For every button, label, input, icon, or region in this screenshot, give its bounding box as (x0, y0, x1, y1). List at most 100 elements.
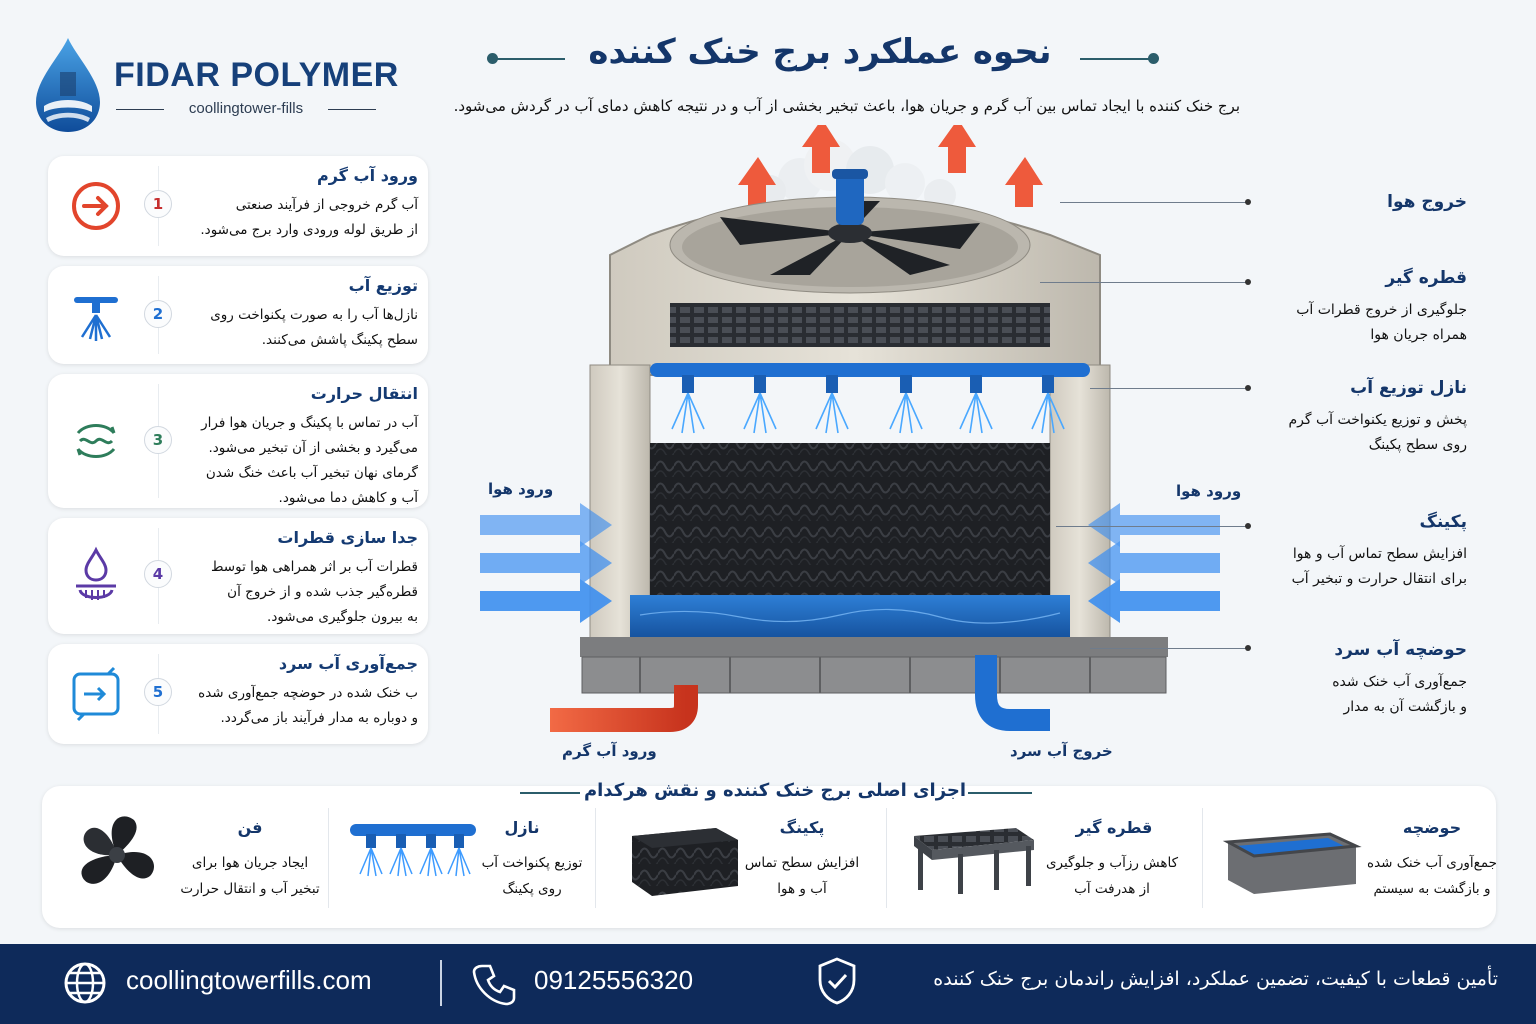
step-text: و دوباره به مدار فرآیند باز می‌گردد. (220, 710, 418, 726)
step-text: قطرات آب بر اثر همراهی هوا توسط (210, 559, 418, 575)
component-title: قطره گیر (1075, 818, 1153, 837)
part-label-air-out: خروج هوا (1262, 192, 1467, 222)
part-text: جمع‌آوری آب خنک شده (1332, 674, 1467, 690)
packing-block-icon (632, 828, 738, 896)
step-text: ب خنک شده در حوضچه جمع‌آوری شده (198, 685, 418, 701)
step-title: جمع‌آوری آب سرد (278, 654, 418, 673)
step-number: 4 (144, 560, 172, 588)
title-decor-line-right (1080, 58, 1152, 60)
component-text: توزیع پکنواخت آب (481, 855, 583, 871)
step-card-5: 5 جمع‌آوری آب سرد ب خنک شده در حوضچه جمع‌… (48, 644, 428, 744)
component-text: ایجاد جریان هوا برای (191, 855, 309, 871)
component-text: روی پکینگ (502, 881, 562, 897)
page-subtitle: برج خنک کننده با ایجاد تماس بین آب گرم و… (453, 97, 1240, 115)
hot-water-inlet-pipe (550, 685, 698, 732)
distribution-pipe (650, 363, 1090, 434)
step-number: 2 (144, 300, 172, 328)
fan-icon (682, 169, 1018, 287)
part-label-packing: پکینگ افزایش سطح تماس آب و هوا برای انتقال… (1262, 512, 1467, 592)
leader-line (1090, 388, 1250, 389)
footer-slogan: تأمین قطعات با کیفیت، تضمین عملکرد، افزا… (933, 968, 1498, 990)
collect-return-icon (72, 666, 120, 722)
phone-number[interactable]: 09125556320 (534, 965, 694, 995)
leader-dot (1245, 199, 1251, 205)
part-text: روی سطح پکینگ (1368, 437, 1467, 453)
components-panel: فن ایجاد جریان هوا برای تبخیر آب و انتقا… (42, 786, 1497, 928)
packing-fill (650, 443, 1050, 603)
footer-divider (440, 960, 442, 1006)
leader-dot (1245, 279, 1251, 285)
part-label-drift-eliminator: قطره گیر جلوگیری از خروج قطرات آب همراه جر… (1262, 268, 1467, 348)
component-text: تبخیر آب و انتقال حرارت (180, 881, 320, 897)
air-in-left-label: ورود هوا (488, 480, 554, 498)
brand-tagline: coollingtower-fills (116, 100, 376, 117)
nozzle-pipe-icon (350, 824, 476, 877)
cold-water-out-label: خروج آب سرد (1010, 742, 1113, 760)
hot-air-out-arrows (738, 125, 1043, 207)
air-in-arrows-left (480, 503, 612, 623)
leader-line (1040, 282, 1250, 283)
part-text: افزایش سطح تماس آب و هوا (1292, 546, 1467, 562)
website-link[interactable]: coollingtowerfills.com (126, 965, 372, 995)
part-title: پکینگ (1419, 512, 1467, 532)
component-basin: حوضچه جمع‌آوری آب خنک شده و بازگشت به سی… (1218, 810, 1497, 910)
step-text: از طریق لوله ورودی وارد برج می‌شود. (200, 222, 418, 238)
step-text: می‌گیرد و بخشی از آن تبخیر می‌شود. (208, 440, 418, 456)
part-text: پخش و توزیع یکنواخت آب گرم (1288, 412, 1467, 428)
title-decor-dot-right (1148, 53, 1159, 64)
fan-blade-icon (81, 816, 154, 884)
step-card-4: 4 جدا سازی قطرات قطرات آب بر اثر همراهی ه… (48, 518, 428, 634)
leader-dot (1245, 385, 1251, 391)
step-number: 1 (144, 190, 172, 218)
step-title: ورود آب گرم (317, 166, 418, 185)
component-drift-eliminator: قطره گیر کاهش رزآب و جلوگیری از هدرفت آب (904, 810, 1194, 910)
heat-transfer-icon (76, 424, 116, 458)
step-title: انتقال حرارت (310, 384, 418, 403)
brand-logo: FIDAR POLYMER coollingtower-fills (22, 36, 398, 136)
component-text: آب و هوا (777, 881, 827, 897)
step-title: جدا سازی قطرات (277, 528, 418, 547)
leader-dot (1245, 645, 1251, 651)
leader-line (1056, 526, 1250, 527)
hot-water-in-label: ورود آب گرم (562, 742, 657, 760)
component-title: نازل (504, 818, 540, 837)
component-packing: پکینگ افزایش سطح تماس آب و هوا (612, 810, 882, 910)
step-text: سطح پکینگ پاشش می‌کنند. (261, 332, 418, 348)
components-title: اجزای اصلی برج خنک کننده و نقش هرکدام (583, 780, 967, 801)
phone-icon (472, 964, 516, 1006)
component-text: جمع‌آوری آب خنک شده (1367, 855, 1497, 871)
air-in-right-label: ورود هوا (1176, 482, 1242, 500)
shield-check-icon (818, 957, 856, 1005)
step-text: آب گرم خروجی از فرآیند صنعتی (235, 197, 418, 213)
part-label-nozzle: نازل توزیع آب پخش و توزیع یکنواخت آب گرم ر… (1262, 378, 1467, 458)
step-text: به بیرون جلوگیری می‌شود. (267, 609, 418, 625)
cold-water-outlet-pipe (975, 655, 1050, 731)
step-text: گرمای نهان تبخیر آب باعث خنگ شدن (205, 465, 418, 481)
arrow-circle-icon (72, 182, 120, 230)
part-title: قطره گیر (1385, 268, 1467, 288)
component-fan: فن ایجاد جریان هوا برای تبخیر آب و انتقا… (62, 810, 342, 910)
step-number: 5 (144, 678, 172, 706)
globe-icon (64, 962, 106, 1004)
leader-line (1060, 202, 1250, 203)
step-text: آب در تماس با پکینگ و جریان هوا فرار (201, 415, 418, 431)
cooling-tower-diagram (480, 125, 1220, 732)
part-text: جلوگیری از خروج قطرات آب (1296, 302, 1467, 318)
component-title: فن (237, 818, 263, 837)
component-text: کاهش رزآب و جلوگیری (1045, 855, 1179, 871)
air-in-arrows-right (1088, 503, 1220, 623)
part-title: حوضچه آب سرد (1334, 640, 1467, 660)
component-title: حوضچه (1402, 818, 1462, 837)
part-text: همراه جریان هوا (1370, 327, 1467, 343)
brand-name: FIDAR POLYMER (114, 56, 399, 94)
spray-nozzle-icon (74, 297, 118, 341)
part-title: نازل توزیع آب (1350, 378, 1467, 398)
comp-title-line-right (968, 792, 1032, 794)
step-text: آب و کاهش دما می‌شود. (278, 490, 418, 506)
part-text: برای انتقال حرارت و تبخیر آب (1291, 571, 1467, 587)
basin-tank-icon (1222, 832, 1362, 894)
leader-dot (1245, 523, 1251, 529)
